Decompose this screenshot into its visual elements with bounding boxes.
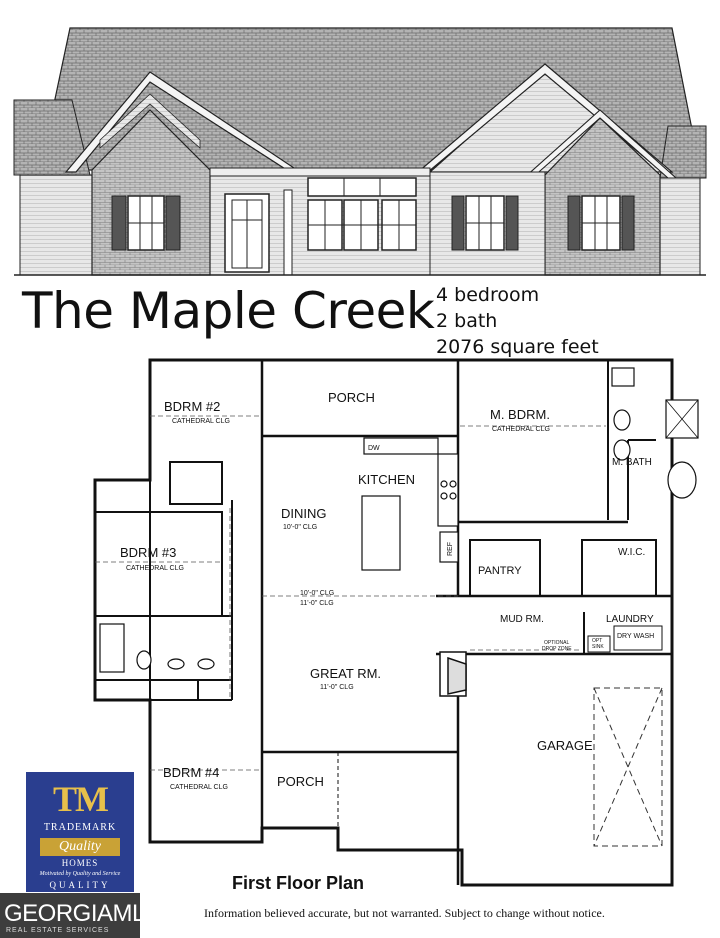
- window-left: [111, 195, 181, 251]
- refrigerator-label: REF: [447, 542, 454, 556]
- bdrm4-label: BDRM #4: [163, 765, 219, 780]
- right-hip-roof: [659, 125, 707, 179]
- dishwasher-label: DW: [368, 445, 380, 452]
- elevation: [13, 27, 707, 276]
- master-bedroom-label: M. BDRM.: [490, 407, 550, 422]
- baths-count: 2 bath: [436, 310, 498, 332]
- mudroom-label: MUD RM.: [500, 614, 544, 625]
- fireplace: [439, 651, 467, 697]
- kitchen-fixtures: [361, 437, 459, 571]
- front-porch-label: PORCH: [328, 390, 375, 405]
- left-wing-wall: [19, 174, 93, 276]
- bdrm3-ceiling-label: CATHEDRAL CLG: [126, 565, 184, 572]
- laundry-machines: [587, 625, 663, 653]
- logo-tagline: Motivated by Quality and Service: [39, 871, 121, 877]
- master-bedroom-ceiling-label: CATHEDRAL CLG: [492, 426, 550, 433]
- square-footage: 2076 square feet: [436, 336, 599, 358]
- window-mid-right: [451, 195, 519, 251]
- window-right: [567, 195, 635, 251]
- dining-ceiling-label: 10'-0" CLG: [283, 524, 317, 531]
- sink-label: SINK: [592, 644, 604, 650]
- laundry-label: LAUNDRY: [606, 614, 654, 625]
- logo-homes: HOMES: [61, 858, 99, 868]
- georgia-mls-watermark: GEORGIAMLS REAL ESTATE SERVICES: [0, 893, 161, 938]
- walk-in-closet-label: W.I.C.: [618, 547, 645, 558]
- front-door: [224, 189, 293, 276]
- ceiling-11ft-label: 11'-0" CLG: [300, 600, 334, 607]
- mls-name: GEORGIAMLS: [4, 900, 161, 927]
- kitchen-label: KITCHEN: [358, 472, 415, 487]
- garage-label: GARAGE: [537, 738, 593, 753]
- great-room-ceiling-label: 11'-0" CLG: [320, 684, 354, 691]
- logo-quality-caps: QUALITY: [49, 880, 111, 890]
- floor-plan: [93, 358, 674, 887]
- mls-subtitle: REAL ESTATE SERVICES: [6, 927, 110, 934]
- bdrm2-label: BDRM #2: [164, 399, 220, 414]
- drop-zone-label: DROP ZONE: [542, 646, 572, 652]
- dry-wash-label: DRY WASH: [617, 633, 654, 640]
- pantry-label: PANTRY: [478, 565, 522, 577]
- master-bath-fixtures: [611, 367, 699, 499]
- opt-label: OPT: [592, 638, 602, 644]
- hall-bath-fixtures: [99, 623, 215, 673]
- plan-title: The Maple Creek: [22, 282, 435, 340]
- logo-quality: Quality: [40, 838, 120, 856]
- trademark-homes-logo: TM TRADEMARK Quality HOMES Motivated by …: [26, 772, 134, 892]
- garage-door-outline: [593, 687, 663, 847]
- ceiling-10ft-label: 10'-0" CLG: [300, 590, 334, 597]
- right-wing-wall: [657, 177, 701, 276]
- center-windows: [307, 177, 417, 251]
- bdrm2-ceiling-label: CATHEDRAL CLG: [172, 418, 230, 425]
- bdrm3-label: BDRM #3: [120, 545, 176, 560]
- dining-label: DINING: [281, 506, 327, 521]
- plan-specs: 4 bedroom 2 bath 2076 square feet: [436, 282, 599, 360]
- bdrm4-ceiling-label: CATHEDRAL CLG: [170, 784, 228, 791]
- master-bath-label: M. BATH: [612, 457, 652, 468]
- great-room-label: GREAT RM.: [310, 666, 381, 681]
- rear-porch-label: PORCH: [277, 774, 324, 789]
- disclaimer: Information believed accurate, but not w…: [204, 906, 605, 920]
- logo-monogram: TM: [53, 779, 109, 819]
- floor-plan-title: First Floor Plan: [232, 873, 365, 893]
- logo-trademark: TRADEMARK: [43, 822, 117, 833]
- bedrooms-count: 4 bedroom: [436, 284, 540, 306]
- optional-label: OPTIONAL: [544, 640, 570, 646]
